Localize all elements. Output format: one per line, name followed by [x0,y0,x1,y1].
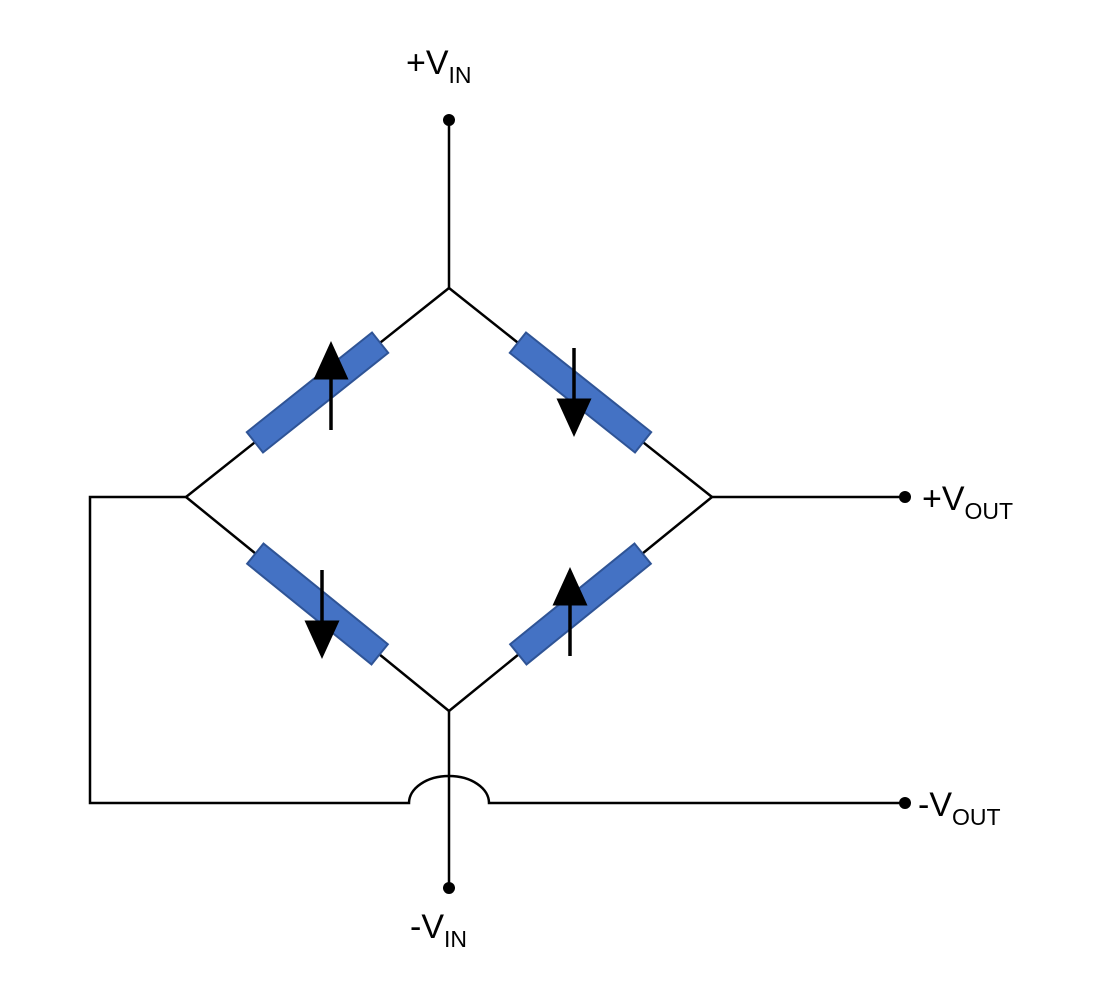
vout-negative-label-sub: OUT [952,804,1001,830]
vin-positive-terminal-dot [443,114,455,126]
vout-positive-label-main: +V [922,480,965,518]
vin-negative-label-sub: IN [444,926,467,952]
terminal-dot-group [443,114,911,894]
vin-negative-label-main: -V [410,908,444,946]
vin-positive-label-main: +V [406,44,449,82]
vout-positive-terminal-dot [899,491,911,503]
vout-positive-label: +VOUT [922,480,1013,524]
vout-negative-wire [88,495,905,805]
vin-positive-label: +VIN [406,44,472,88]
vin-negative-label: -VIN [410,908,467,952]
vin-negative-terminal-dot [443,882,455,894]
strain-gauge-bottom-left [245,542,390,666]
strain-gauge-top-left [245,331,390,454]
strain-gauge-top-right [508,331,653,454]
strain-arrow-group [304,341,592,659]
vout-negative-terminal-dot [899,797,911,809]
vout-positive-label-sub: OUT [965,498,1014,524]
vout-negative-label-main: -V [918,786,952,824]
strain-gauge-bottom-right [508,542,653,666]
vout-negative-label: -VOUT [918,786,1001,830]
vin-positive-label-sub: IN [449,62,472,88]
wire-group [88,120,905,888]
strain-gauge-group [245,331,653,666]
